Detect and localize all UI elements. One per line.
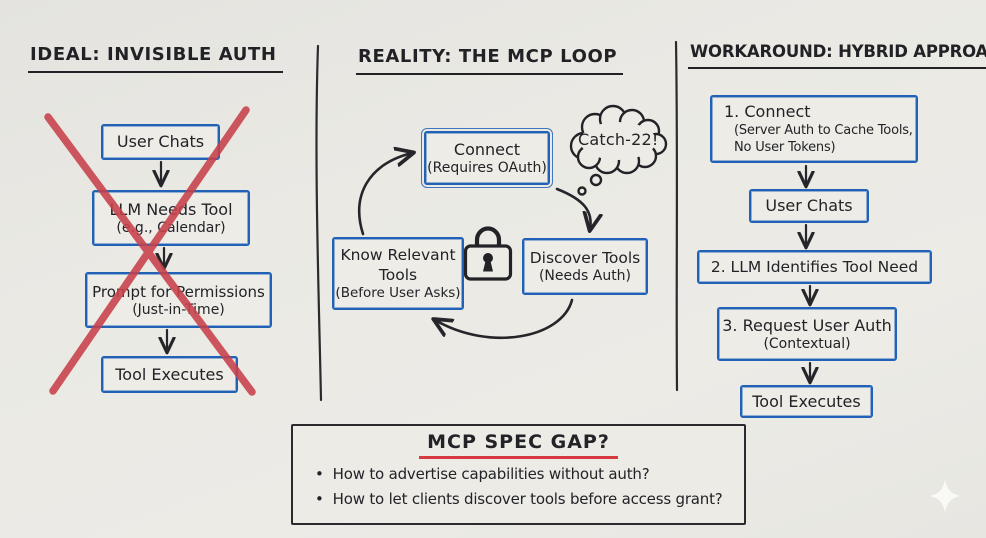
flow-node-llm-identifies: 2. LLM Identifies Tool Need	[697, 250, 932, 284]
flow-node-user-chats-ideal: User Chats	[101, 124, 220, 160]
loop-node-connect: Connect (Requires OAuth)	[420, 127, 554, 189]
node-label: User Chats	[116, 132, 205, 151]
node-label: Tools	[378, 266, 418, 284]
node-label: Tool Executes	[115, 364, 224, 384]
bullet-icon: •	[315, 465, 324, 483]
loop-node-discover-tools: Discover Tools (Needs Auth)	[522, 238, 648, 295]
node-label: 1. Connect	[724, 102, 811, 121]
node-label: 2. LLM Identifies Tool Need	[710, 258, 919, 276]
flow-node-user-chats-workaround: User Chats	[749, 189, 869, 223]
lock-icon	[463, 226, 513, 281]
node-sublabel: (Just-in-Time)	[132, 301, 225, 318]
node-label: Prompt for Permissions	[92, 282, 265, 301]
node-label: Discover Tools	[529, 249, 641, 267]
node-sublabel: (Requires OAuth)	[427, 159, 547, 176]
sparkle-icon	[929, 479, 961, 513]
loop-node-know-relevant-tools: Know Relevant Tools (Before User Asks)	[332, 237, 464, 310]
spec-gap-title: MCP SPEC GAP?	[419, 431, 618, 459]
spec-gap-bullet: • How to let clients discover tools befor…	[311, 487, 726, 512]
panel-title-reality: REALITY: THE MCP LOOP	[356, 46, 624, 75]
node-label: Know Relevant	[340, 246, 456, 264]
spec-gap-box: MCP SPEC GAP? • How to advertise capabili…	[291, 424, 746, 525]
node-sublabel: (e.g., Calendar)	[116, 219, 226, 236]
node-label: Tool Executes	[752, 391, 861, 411]
thought-bubble-icon	[569, 104, 668, 196]
node-sublabel: (Before User Asks)	[335, 285, 461, 301]
bullet-text: How to advertise capabilities without au…	[332, 465, 650, 483]
node-sublabel: (Server Auth to Cache Tools,	[734, 123, 913, 138]
flow-node-tool-executes-ideal: Tool Executes	[101, 356, 238, 393]
flow-node-llm-needs-tool: LLM Needs Tool (e.g., Calendar)	[92, 190, 250, 246]
divider-line	[315, 40, 679, 402]
node-sublabel: (Needs Auth)	[538, 268, 632, 284]
node-sublabel: No User Tokens)	[734, 140, 836, 155]
bullet-text: How to let clients discover tools before…	[332, 490, 723, 508]
flow-node-connect-workaround: 1. Connect (Server Auth to Cache Tools, …	[710, 95, 918, 163]
bullet-icon: •	[315, 490, 324, 508]
node-sublabel: (Contextual)	[763, 335, 851, 352]
thought-bubble-label: Catch-22!	[578, 130, 659, 149]
node-label: Connect	[453, 139, 521, 159]
flow-node-request-user-auth: 3. Request User Auth (Contextual)	[717, 307, 897, 361]
flow-node-prompt-permissions: Prompt for Permissions (Just-in-Time)	[85, 272, 272, 328]
panel-title-workaround: WORKAROUND: HYBRID APPROACH	[688, 42, 986, 69]
flow-node-tool-executes-workaround: Tool Executes	[740, 385, 873, 418]
node-label: 3. Request User Auth	[722, 315, 892, 335]
node-label: User Chats	[765, 196, 853, 215]
spec-gap-bullet: • How to advertise capabilities without a…	[311, 462, 726, 487]
node-label: LLM Needs Tool	[109, 199, 233, 219]
panel-title-ideal: IDEAL: INVISIBLE AUTH	[28, 44, 283, 73]
